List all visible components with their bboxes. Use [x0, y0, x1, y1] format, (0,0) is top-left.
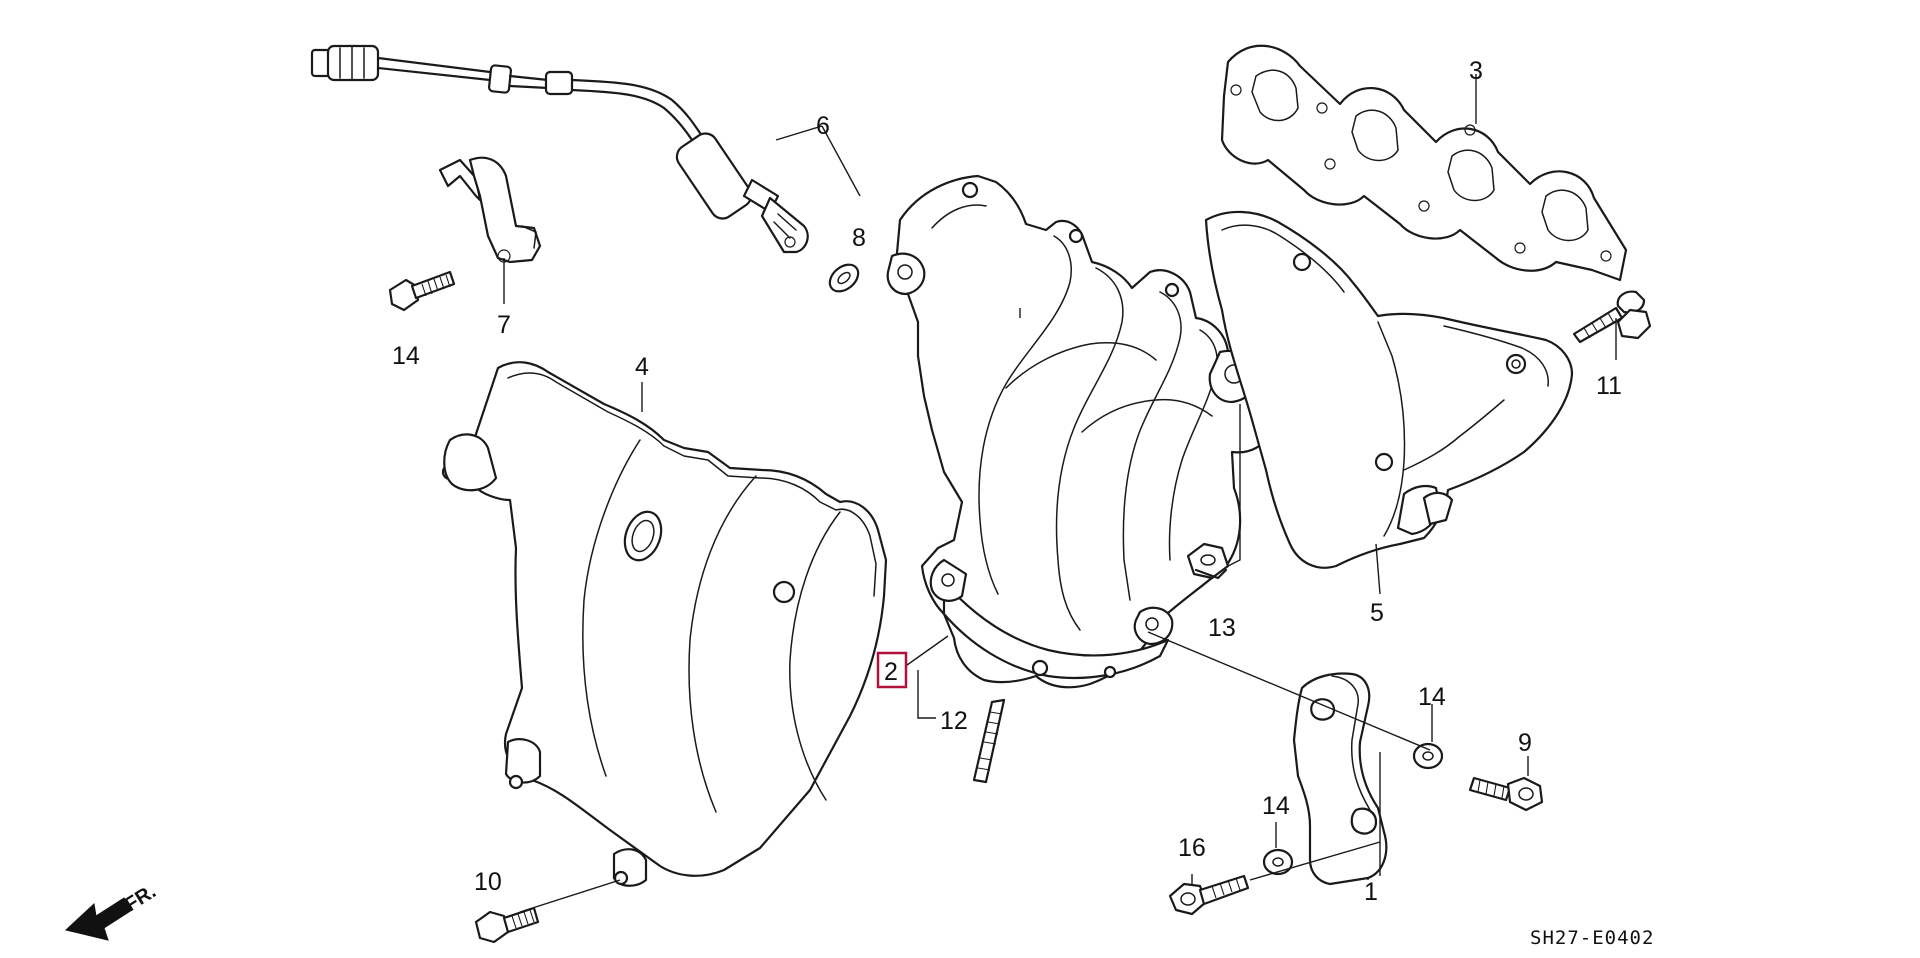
callout-2: 2: [884, 658, 898, 686]
callout-15: 14: [392, 342, 420, 370]
exhaust-manifold-gasket[interactable]: [1220, 44, 1628, 282]
oxygen-sensor[interactable]: [310, 44, 809, 254]
callout-8: 8: [852, 224, 866, 252]
callout-4: 4: [635, 353, 649, 381]
washer-14-lower[interactable]: [1262, 848, 1294, 876]
callout-10: 10: [474, 868, 502, 896]
callout-13: 13: [1208, 614, 1236, 642]
washer-14-upper[interactable]: [1412, 742, 1444, 770]
bolt-15[interactable]: [388, 270, 456, 312]
front-direction-indicator: FR.: [64, 881, 160, 941]
diagram-code: SH27-E0402: [1530, 927, 1654, 949]
callout-6: 6: [816, 112, 830, 140]
exhaust-manifold[interactable]: [886, 174, 1294, 689]
bolt-16[interactable]: [1168, 874, 1250, 916]
front-arrow-icon: [64, 897, 133, 941]
sensor-washer[interactable]: [825, 259, 864, 296]
sensor-bracket[interactable]: [438, 156, 542, 264]
bolt-11[interactable]: [1572, 290, 1652, 344]
leader-lines: [503, 74, 1617, 913]
bolt-9[interactable]: [1468, 776, 1544, 812]
stud-12[interactable]: [972, 698, 1006, 784]
callout-1: 1: [1364, 878, 1378, 906]
callout-11: 11: [1596, 372, 1622, 400]
callout-14-upper: 14: [1418, 683, 1446, 711]
callout-3: 3: [1469, 57, 1483, 85]
manifold-bracket[interactable]: [1292, 672, 1388, 886]
callout-9: 9: [1518, 729, 1532, 757]
callout-2-highlight-box: [876, 651, 908, 689]
lower-heat-shield[interactable]: [1204, 210, 1574, 569]
callout-16: 16: [1178, 834, 1206, 862]
callout-labels: 3 6 8 7 14 4 11 5 13 2 12 14 9 14 16 1 1…: [392, 57, 1622, 906]
callout-12: 12: [940, 707, 968, 735]
bolt-10[interactable]: [474, 906, 540, 944]
callout-5: 5: [1370, 599, 1384, 627]
callout-14-lower: 14: [1262, 792, 1290, 820]
callout-7: 7: [497, 311, 511, 339]
upper-heat-shield[interactable]: [441, 361, 888, 887]
